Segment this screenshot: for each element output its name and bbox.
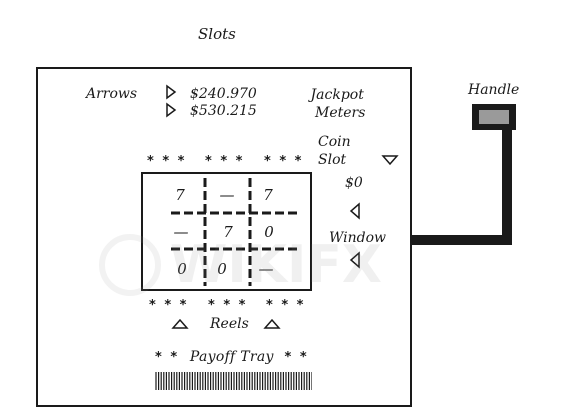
reel-symbol: — xyxy=(173,223,189,241)
reel-symbol: 7 xyxy=(175,186,185,204)
payoff-stars-right: * * xyxy=(284,350,309,365)
arrow-up-icon xyxy=(263,318,281,329)
arrow-left-icon xyxy=(349,251,360,269)
arrow-up-icon xyxy=(171,318,189,329)
payoff-tray xyxy=(155,372,312,390)
handle-arm xyxy=(412,130,512,245)
stars-bottom-2: * * * xyxy=(208,298,248,313)
jackpot-meters-label: Jackpot Meters xyxy=(309,86,366,122)
arrow-right-icon xyxy=(166,84,177,100)
jackpot-meter-2: $530.215 xyxy=(190,103,257,119)
coin-label-line2: Slot xyxy=(318,152,347,168)
reel-window: 7 — 7 — 7 0 0 0 — xyxy=(141,172,312,291)
arrow-left-icon xyxy=(349,202,360,220)
reel-symbol: 0 xyxy=(217,260,227,278)
coin-value: $0 xyxy=(345,175,363,191)
handle-label: Handle xyxy=(468,82,520,98)
arrow-right-icon xyxy=(166,102,177,118)
arrows-label: Arrows xyxy=(86,86,138,102)
handle-knob xyxy=(472,104,516,130)
jackpot-label-line2: Meters xyxy=(315,105,366,121)
arrow-right-icons xyxy=(166,84,177,118)
stars-top-3: * * * xyxy=(264,154,304,169)
reel-symbol: — xyxy=(219,186,235,204)
slot-machine-body xyxy=(36,67,412,407)
reels-label: Reels xyxy=(210,316,249,332)
payoff-stars-left: * * xyxy=(155,350,180,365)
reel-symbol: — xyxy=(258,260,274,278)
watermark-logo: WIKIFX xyxy=(99,234,382,296)
reel-symbol: 7 xyxy=(263,186,273,204)
stars-top-2: * * * xyxy=(205,154,245,169)
arrow-down-icon xyxy=(381,155,399,166)
payoff-tray-label: * * Payoff Tray * * xyxy=(155,349,309,365)
stars-top-1: * * * xyxy=(147,154,187,169)
jackpot-meter-1: $240.970 xyxy=(190,86,257,102)
jackpot-label-line1: Jackpot xyxy=(310,87,364,103)
window-label: Window xyxy=(329,230,387,246)
coin-label-line1: Coin xyxy=(318,134,351,150)
diagram-title: Slots xyxy=(198,25,236,43)
watermark-text: WIKIFX xyxy=(170,235,382,295)
stars-bottom-3: * * * xyxy=(266,298,306,313)
reel-symbol: 7 xyxy=(223,223,233,241)
handle-knob-grip xyxy=(479,110,509,124)
coin-slot-label: Coin Slot xyxy=(318,133,351,169)
payoff-tray-text: Payoff Tray xyxy=(189,349,274,365)
reel-symbol: 0 xyxy=(264,223,274,241)
reel-symbol: 0 xyxy=(177,260,187,278)
stars-bottom-1: * * * xyxy=(149,298,189,313)
reel-divider-lines xyxy=(171,178,297,286)
